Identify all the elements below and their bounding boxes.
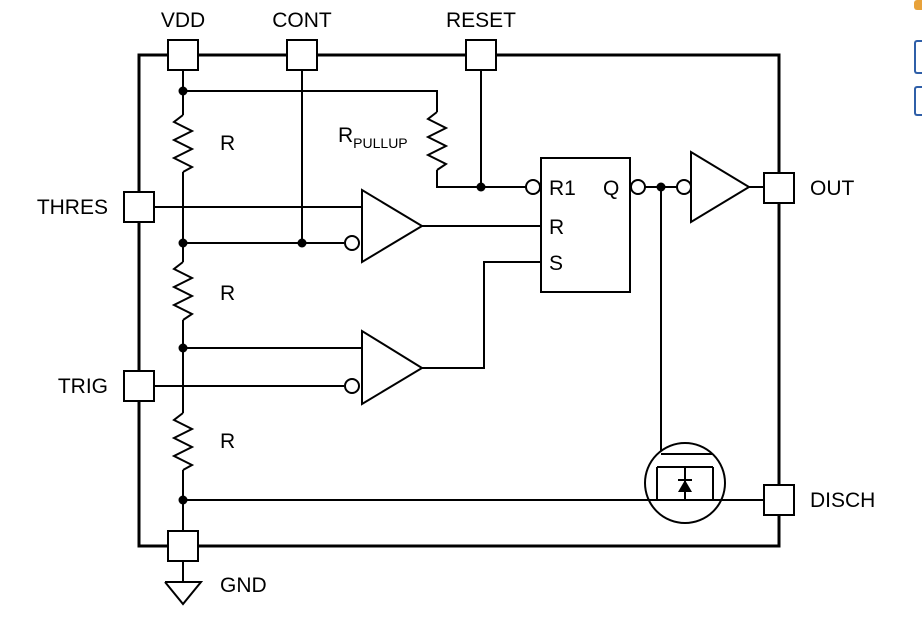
thres-label: THRES bbox=[37, 196, 108, 219]
resistor-middle bbox=[171, 261, 195, 321]
pullup-label-sub: PULLUP bbox=[353, 135, 407, 151]
out-pin bbox=[763, 172, 795, 204]
chip-outline bbox=[137, 53, 781, 548]
edge-text-6 bbox=[916, 331, 922, 337]
trigger-comparator bbox=[361, 329, 424, 406]
disch-label: DISCH bbox=[810, 489, 875, 512]
edge-tab-blue-1 bbox=[914, 40, 922, 74]
ff-s-label: S bbox=[549, 252, 563, 275]
gnd-label: GND bbox=[220, 574, 267, 597]
edge-text-1 bbox=[916, 168, 922, 174]
thres-pin bbox=[123, 191, 155, 223]
ff-r1-label: R1 bbox=[549, 177, 576, 200]
trig-pin bbox=[123, 370, 155, 402]
edge-text-7 bbox=[916, 356, 922, 362]
ff-r-label: R bbox=[549, 216, 564, 239]
reset-label: RESET bbox=[446, 9, 516, 32]
edge-text-4 bbox=[916, 279, 922, 285]
out-label: OUT bbox=[810, 177, 855, 200]
cont-label: CONT bbox=[272, 9, 332, 32]
edge-text-5 bbox=[916, 306, 922, 312]
threshold-comparator bbox=[361, 188, 424, 264]
flip-flop bbox=[540, 157, 631, 293]
cont-pin bbox=[286, 39, 318, 71]
pullup-label: RPULLUP bbox=[338, 124, 408, 151]
trig-label: TRIG bbox=[58, 375, 108, 398]
resistor-top bbox=[171, 114, 195, 173]
resistor-top-label: R bbox=[220, 132, 235, 155]
edge-tab-orange bbox=[914, 0, 922, 10]
edge-tab-blue-2 bbox=[914, 86, 922, 116]
gnd-pin bbox=[167, 530, 199, 562]
vdd-pin bbox=[167, 39, 199, 71]
reset-pin bbox=[465, 39, 497, 71]
vdd-label: VDD bbox=[161, 9, 205, 32]
output-buffer bbox=[690, 150, 751, 224]
disch-pin bbox=[763, 484, 795, 516]
ground-icon bbox=[164, 581, 204, 606]
pullup-label-main: R bbox=[338, 124, 353, 147]
ff-q-label: Q bbox=[603, 177, 619, 200]
pullup-resistor bbox=[425, 111, 449, 171]
resistor-bottom bbox=[171, 412, 195, 471]
resistor-middle-label: R bbox=[220, 282, 235, 305]
resistor-bottom-label: R bbox=[220, 430, 235, 453]
edge-text-3 bbox=[916, 252, 922, 258]
edge-text-2 bbox=[916, 224, 922, 230]
